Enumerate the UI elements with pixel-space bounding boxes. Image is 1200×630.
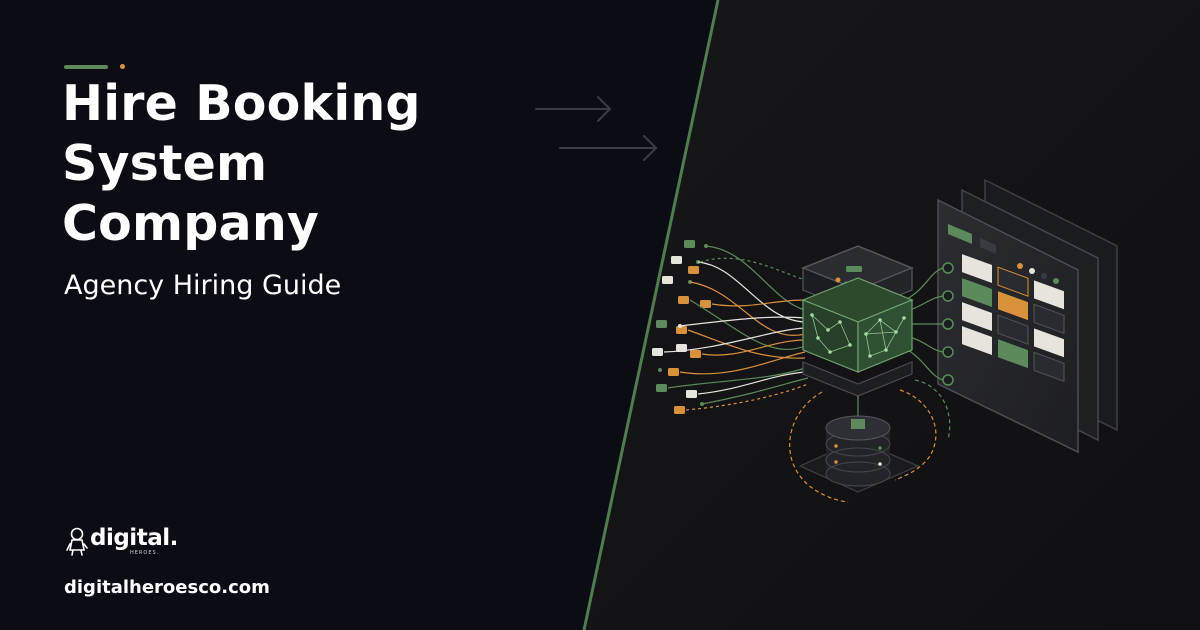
arrow-right-icon xyxy=(535,96,612,122)
arrow-right-icon xyxy=(559,135,658,161)
page-title: Hire Booking System Company xyxy=(62,74,421,254)
database-stack-icon xyxy=(798,396,920,493)
title-line: System xyxy=(62,135,268,192)
title-line: Hire Booking xyxy=(62,75,421,132)
accent-mark xyxy=(64,64,125,69)
data-chip-icon xyxy=(652,240,711,414)
loop-arrows xyxy=(789,379,951,503)
title-line: Company xyxy=(62,195,320,252)
subtitle: Agency Hiring Guide xyxy=(64,270,342,301)
logo-wordmark: digital. xyxy=(90,525,178,551)
accent-bar xyxy=(64,64,108,69)
hero-mascot-icon xyxy=(66,527,88,556)
dashboard-panel-icon xyxy=(937,178,1118,454)
accent-dot xyxy=(120,64,125,69)
input-lines xyxy=(663,245,809,411)
website-url: digitalheroesco.com xyxy=(64,577,270,598)
diagonal-divider xyxy=(582,0,720,630)
processor-cube-icon xyxy=(800,245,914,397)
logo-subtext: HEROES. xyxy=(130,550,160,556)
brand-logo: digital. HEROES. xyxy=(66,526,178,556)
panel-connectors xyxy=(942,262,954,386)
